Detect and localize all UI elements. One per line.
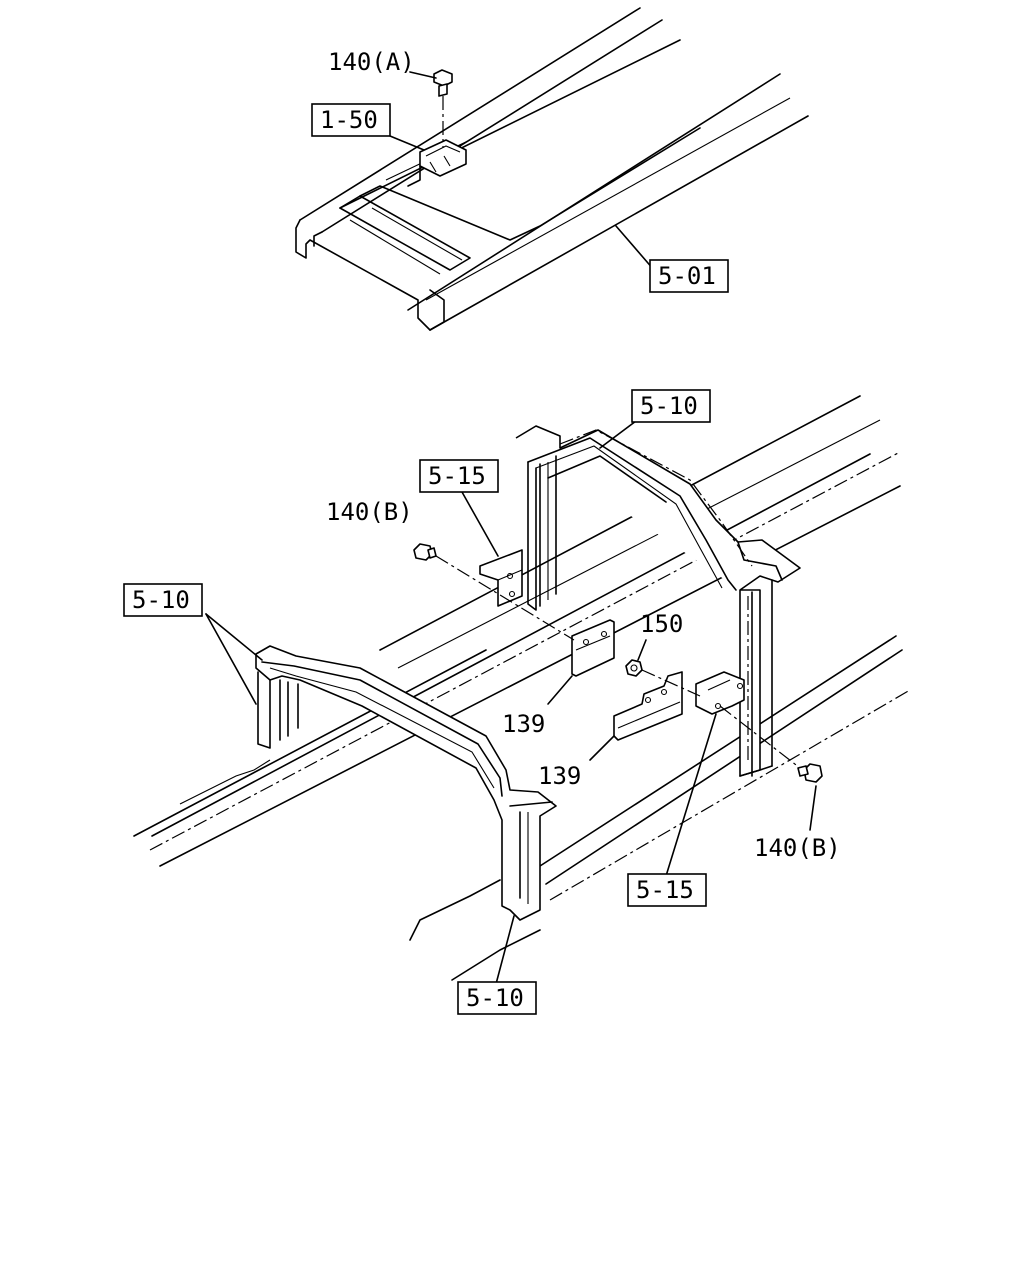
bracket-5-15-right-icon xyxy=(695,671,745,715)
callout-5-10-top: 5-10 xyxy=(640,392,698,420)
ref-box-5-10-top xyxy=(631,389,711,423)
callout-5-15-left: 5-15 xyxy=(428,462,486,490)
callout-140b-left: 140(B) xyxy=(326,498,413,526)
rear-crossmember xyxy=(515,425,801,777)
bolt-140a-icon xyxy=(433,69,453,148)
front-crossmember xyxy=(255,645,557,921)
callout-140b-right: 140(B) xyxy=(754,834,841,862)
top-frame-assembly xyxy=(295,7,809,331)
callout-5-01: 5-01 xyxy=(658,262,716,290)
ref-box-5-01 xyxy=(649,259,729,293)
bolt-140b-right-icon xyxy=(797,763,823,783)
callout-140a: 140(A) xyxy=(328,48,415,76)
bracket-5-15-left-icon xyxy=(479,549,523,607)
callout-150: 150 xyxy=(640,610,683,638)
callout-1-50: 1-50 xyxy=(320,106,378,134)
ref-box-5-10-bottom xyxy=(457,981,537,1015)
callout-139-lower: 139 xyxy=(538,762,581,790)
callout-5-10-bottom: 5-10 xyxy=(466,984,524,1012)
bolt-140b-left-icon xyxy=(413,543,437,561)
ref-box-5-10-left xyxy=(123,583,203,617)
plate-139-lower-icon xyxy=(613,671,683,741)
bottom-frame-rails xyxy=(133,395,911,981)
nut-150-icon xyxy=(625,659,643,677)
ref-box-1-50 xyxy=(311,103,391,137)
callout-5-15-right: 5-15 xyxy=(636,876,694,904)
callout-5-10-left: 5-10 xyxy=(132,586,190,614)
ref-box-5-15-left xyxy=(419,459,499,493)
plate-139-upper-icon xyxy=(571,619,615,677)
ref-box-5-15-right xyxy=(627,873,707,907)
callout-139-upper: 139 xyxy=(502,710,545,738)
